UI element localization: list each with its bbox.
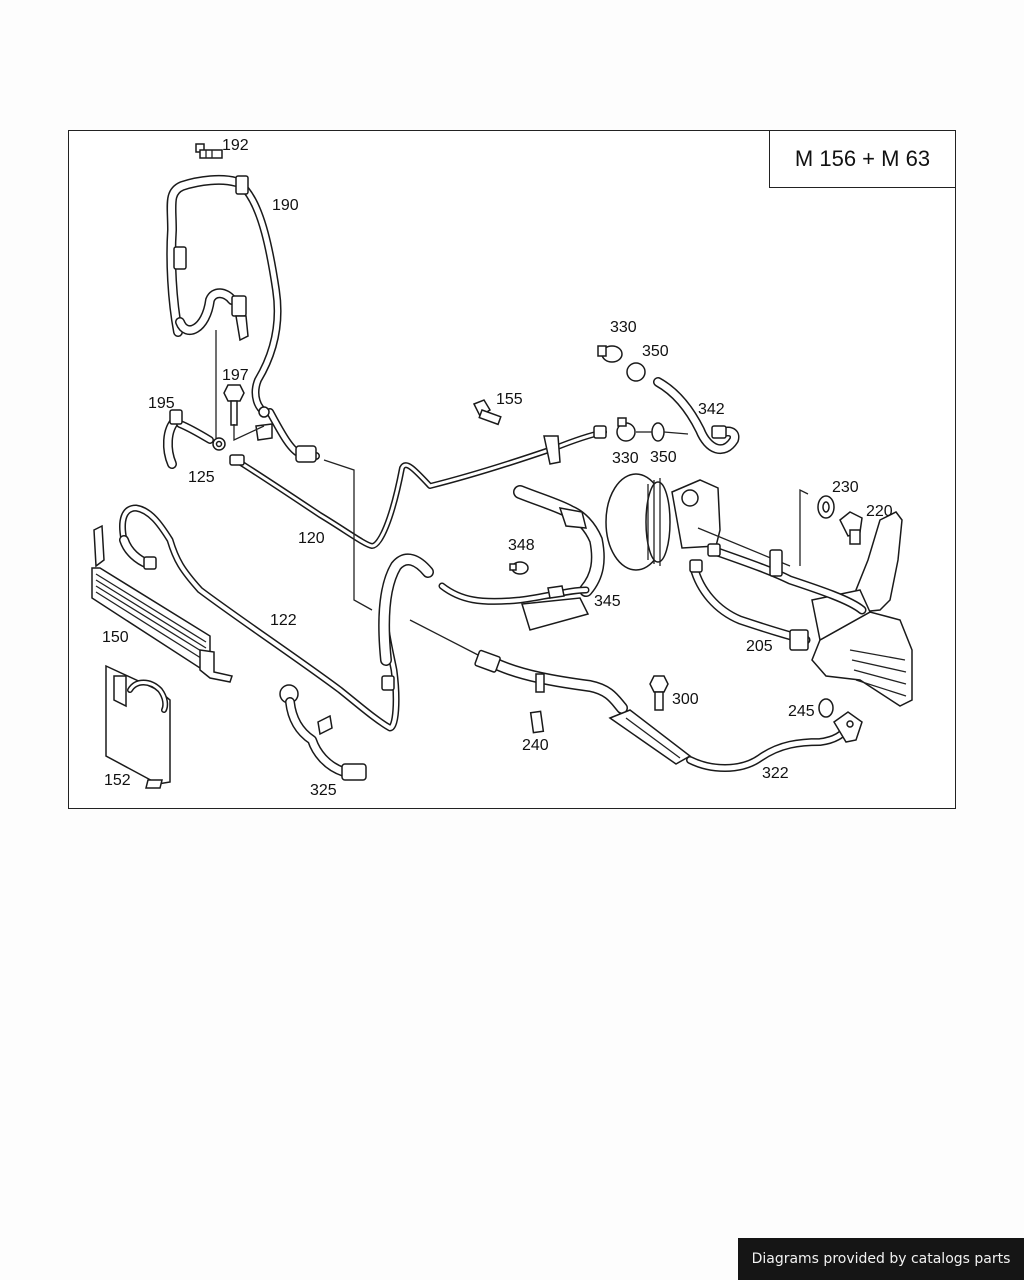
hose-325[interactable] xyxy=(279,684,367,781)
label-120: 120 xyxy=(298,530,325,547)
washer-230[interactable] xyxy=(817,495,835,519)
bolt-220[interactable] xyxy=(839,511,863,545)
pump-body[interactable] xyxy=(671,479,721,549)
label-205: 205 xyxy=(746,638,773,655)
label-155: 155 xyxy=(496,391,523,408)
label-150: 150 xyxy=(102,629,129,646)
label-345: 345 xyxy=(594,593,621,610)
hose-190[interactable] xyxy=(166,174,320,463)
sleeve-240[interactable] xyxy=(529,710,545,734)
pipe-122[interactable] xyxy=(119,504,434,732)
bolt-197[interactable] xyxy=(223,384,245,426)
label-350-top: 350 xyxy=(642,343,669,360)
footer-credit-text: Diagrams provided by catalogs parts xyxy=(751,1251,1011,1267)
label-220: 220 xyxy=(866,503,893,520)
label-192: 192 xyxy=(222,137,249,154)
diagram-frame xyxy=(68,130,956,809)
label-330-top: 330 xyxy=(610,319,637,336)
engine-code-box: M 156 + M 63 xyxy=(769,130,956,188)
label-330-bottom: 330 xyxy=(612,450,639,467)
cooler-152[interactable] xyxy=(105,664,171,789)
label-348: 348 xyxy=(508,537,535,554)
label-322: 322 xyxy=(762,765,789,782)
label-197: 197 xyxy=(222,367,249,384)
clamp-330-bottom[interactable] xyxy=(616,417,636,442)
cooler-150[interactable] xyxy=(91,524,233,683)
ring-245[interactable] xyxy=(818,698,834,718)
hose-342[interactable] xyxy=(653,377,740,455)
ring-350-bottom[interactable] xyxy=(651,422,665,442)
hose-322[interactable] xyxy=(474,649,863,772)
label-245: 245 xyxy=(788,703,815,720)
bolt-300[interactable] xyxy=(649,675,669,711)
hose-345[interactable] xyxy=(438,485,605,631)
label-125: 125 xyxy=(188,469,215,486)
clamp-330-top[interactable] xyxy=(597,345,623,363)
steering-gear-205[interactable] xyxy=(689,511,913,707)
footer-credit-badge: Diagrams provided by catalogs parts xyxy=(738,1238,1024,1280)
engine-code-label: M 156 + M 63 xyxy=(794,146,931,171)
label-122: 122 xyxy=(270,612,297,629)
label-325: 325 xyxy=(310,782,337,799)
bolt-155[interactable] xyxy=(472,399,502,426)
pipe-120[interactable] xyxy=(229,425,607,549)
ring-350-top[interactable] xyxy=(626,362,646,382)
pulley[interactable] xyxy=(605,473,671,571)
bolt-192[interactable] xyxy=(195,143,223,159)
hose-195[interactable] xyxy=(162,409,214,469)
label-350-bottom: 350 xyxy=(650,449,677,466)
clamp-125[interactable] xyxy=(212,437,226,451)
clamp-348[interactable] xyxy=(509,561,529,575)
label-300: 300 xyxy=(672,691,699,708)
label-230: 230 xyxy=(832,479,859,496)
label-152: 152 xyxy=(104,772,131,789)
label-240: 240 xyxy=(522,737,549,754)
label-342: 342 xyxy=(698,401,725,418)
label-190: 190 xyxy=(272,197,299,214)
label-195: 195 xyxy=(148,395,175,412)
